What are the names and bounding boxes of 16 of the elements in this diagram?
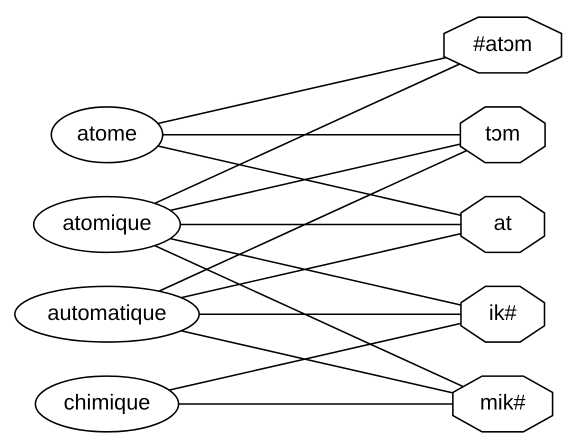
node-ellipse: atome <box>50 106 164 163</box>
connector <box>158 56 446 124</box>
node-ellipse: atomique <box>32 195 182 253</box>
connector <box>178 402 453 404</box>
connector <box>180 223 461 225</box>
connector <box>154 244 464 387</box>
connector <box>158 149 467 292</box>
connector <box>154 62 460 204</box>
node-ellipse: automatique <box>14 285 200 342</box>
node-ellipse: chimique <box>34 374 180 432</box>
connector <box>181 232 461 298</box>
connector <box>181 330 453 394</box>
connector <box>168 322 461 390</box>
connector <box>162 134 460 136</box>
connector <box>170 237 461 306</box>
connector <box>200 312 461 314</box>
